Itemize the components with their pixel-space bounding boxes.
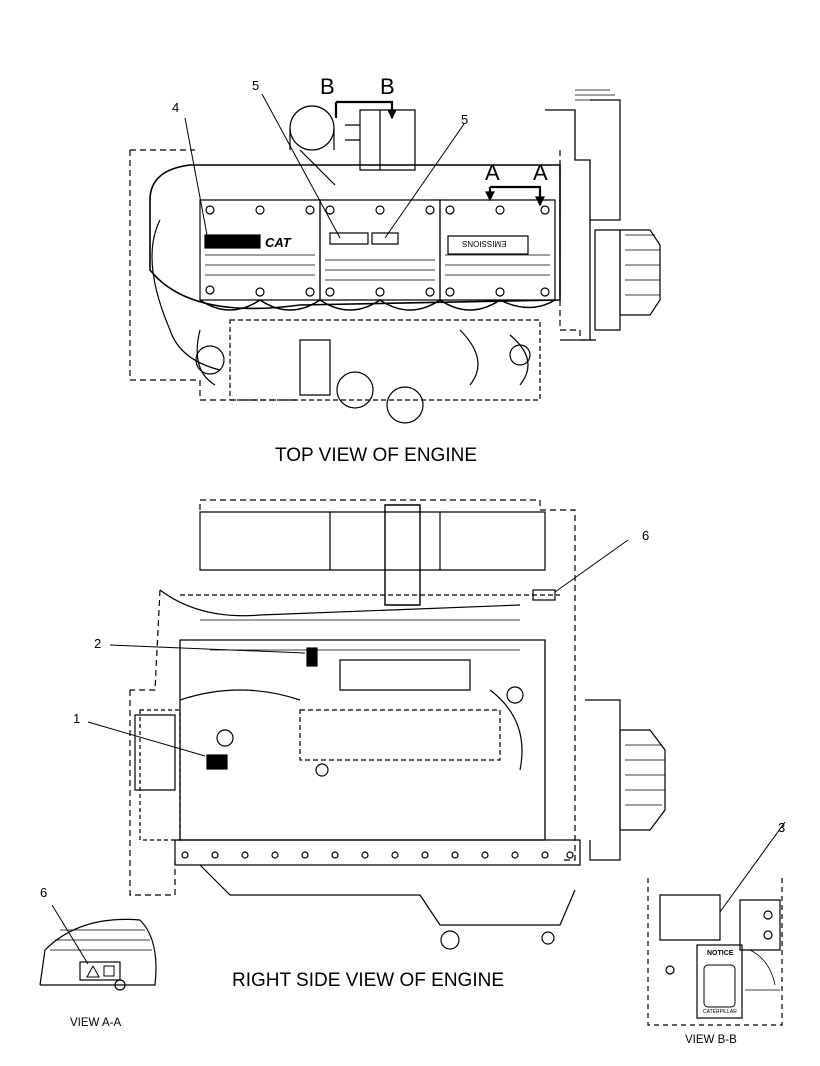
notice-label: NOTICE — [707, 950, 734, 957]
section-mark-a-right: A — [533, 160, 548, 185]
callout-5-left: 5 — [252, 78, 260, 93]
view-aa-drawing — [39, 904, 157, 991]
view-bb-caption: VIEW B-B — [685, 1034, 737, 1046]
notice-decal — [696, 944, 743, 1019]
callout-5-right: 5 — [461, 112, 469, 127]
view-aa-caption: VIEW A-A — [70, 1017, 122, 1029]
valve-cover-bolts — [205, 205, 550, 297]
decal-5b — [371, 232, 399, 245]
callout-4: 4 — [172, 100, 180, 115]
section-mark-b-left: B — [320, 74, 335, 99]
top-view-engine-drawing — [129, 89, 661, 424]
callout-6-view-aa: 6 — [40, 885, 48, 900]
top-view-caption: TOP VIEW OF ENGINE — [275, 445, 477, 466]
decal-5a — [329, 232, 369, 245]
right-side-view-engine-drawing — [87, 499, 666, 950]
section-mark-a-left: A — [485, 160, 500, 185]
callout-1: 1 — [73, 711, 81, 726]
callout-6-right-view: 6 — [642, 528, 650, 543]
view-bb-drawing — [647, 821, 786, 1026]
decal-1 — [206, 754, 228, 770]
decal-6-detail — [79, 961, 121, 981]
cat-decal-bar — [204, 234, 261, 249]
section-mark-b-right: B — [380, 74, 395, 99]
emissions-label: EMISSIONS — [462, 239, 507, 248]
right-side-view-caption: RIGHT SIDE VIEW OF ENGINE — [232, 970, 505, 991]
emissions-decal — [447, 235, 529, 255]
decal-6 — [532, 589, 556, 601]
callout-2: 2 — [94, 636, 102, 651]
caterpillar-label: CATERPILLAR — [703, 1009, 737, 1015]
callout-3: 3 — [778, 820, 786, 835]
oil-pan-bolts — [181, 851, 574, 859]
cat-logo-text: CAT — [265, 235, 291, 250]
decal-2 — [306, 647, 318, 667]
